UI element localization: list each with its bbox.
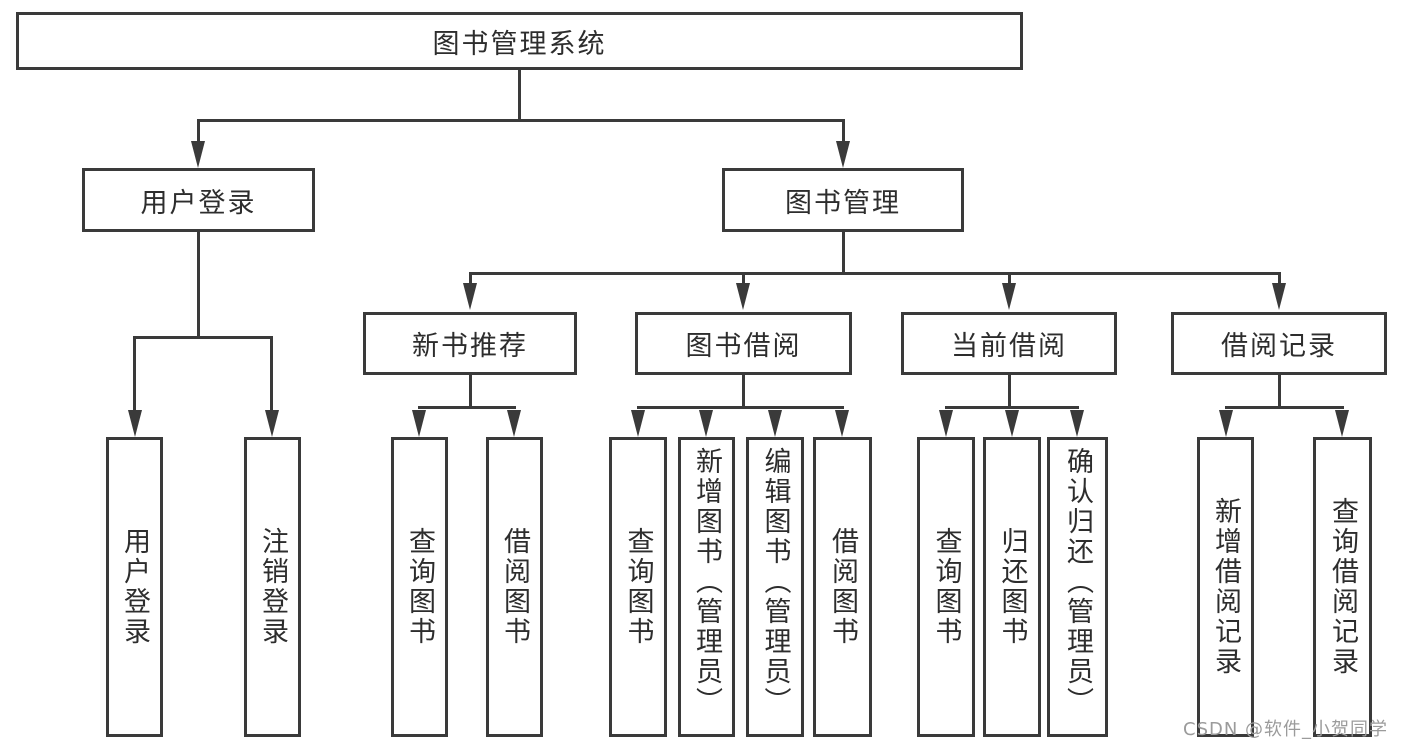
connector-line [1278, 272, 1281, 285]
leaf-add-borrow-record: 新增借阅记录 [1197, 437, 1254, 737]
node-label: 图书管理系统 [432, 28, 607, 60]
arrowhead-icon [463, 283, 477, 310]
connector-line [1008, 373, 1011, 409]
leaf-query-books-current: 查询图书 [917, 437, 975, 737]
node-label: 新增图书（管理员） [691, 447, 722, 717]
node-label: 借阅记录 [1221, 331, 1337, 362]
watermark: CSDN @软件_小贺同学 [1183, 719, 1389, 740]
connector-line [742, 373, 745, 409]
node-current-borrowing: 当前借阅 [901, 312, 1117, 375]
leaf-borrow-books-recommend: 借阅图书 [486, 437, 543, 737]
connector-line [133, 336, 273, 339]
node-label: 图书管理 [785, 187, 901, 219]
connector-line [469, 272, 472, 285]
leaf-add-book-admin: 新增图书（管理员） [678, 437, 735, 737]
arrowhead-icon [265, 410, 279, 437]
arrowhead-icon [1272, 283, 1286, 310]
node-label: 查询图书 [404, 527, 435, 647]
connector-line [1225, 406, 1344, 409]
node-label: 当前借阅 [951, 331, 1067, 362]
arrowhead-icon [939, 410, 953, 437]
node-label: 查询借阅记录 [1327, 497, 1358, 677]
leaf-logout: 注销登录 [244, 437, 301, 737]
connector-line [1008, 272, 1011, 285]
connector-line [418, 406, 516, 409]
leaf-edit-book-admin: 编辑图书（管理员） [746, 437, 804, 737]
leaf-query-books-recommend: 查询图书 [391, 437, 448, 737]
node-label: 查询图书 [930, 527, 962, 647]
connector-line [1278, 373, 1281, 409]
node-label: 新增借阅记录 [1210, 497, 1241, 677]
connector-line [842, 119, 845, 144]
leaf-confirm-return-admin: 确认归还（管理员） [1047, 437, 1108, 737]
connector-line [197, 119, 845, 122]
arrowhead-icon [412, 410, 426, 437]
node-label: 编辑图书（管理员） [759, 447, 791, 717]
arrowhead-icon [507, 410, 521, 437]
node-label: 借阅图书 [827, 527, 858, 647]
arrowhead-icon [768, 410, 782, 437]
connector-line [197, 119, 200, 144]
node-label: 确认归还（管理员） [1062, 447, 1093, 717]
node-new-book-recommendation: 新书推荐 [363, 312, 577, 375]
arrowhead-icon [836, 141, 850, 168]
node-label: 图书借阅 [685, 331, 802, 362]
connector-line [133, 336, 136, 412]
node-book-management: 图书管理 [722, 168, 964, 232]
leaf-borrow-books-borrowing: 借阅图书 [813, 437, 872, 737]
node-label: 借阅图书 [499, 527, 530, 647]
leaf-return-books: 归还图书 [983, 437, 1041, 737]
connector-line [270, 336, 273, 412]
node-label: 用户登录 [119, 527, 150, 647]
node-label: 新书推荐 [412, 331, 528, 362]
leaf-query-books-borrowing: 查询图书 [609, 437, 667, 737]
arrowhead-icon [1335, 410, 1349, 437]
arrowhead-icon [1219, 410, 1233, 437]
connector-line [197, 230, 200, 338]
leaf-query-borrow-record: 查询借阅记录 [1313, 437, 1372, 737]
arrowhead-icon [1070, 410, 1084, 437]
arrowhead-icon [128, 410, 142, 437]
node-label: 归还图书 [996, 527, 1028, 647]
node-library-management-system: 图书管理系统 [16, 12, 1023, 70]
node-label: 用户登录 [140, 187, 257, 219]
node-user-login: 用户登录 [82, 168, 315, 232]
connector-line [742, 272, 745, 285]
leaf-user-login: 用户登录 [106, 437, 163, 737]
node-label: 查询图书 [622, 527, 654, 647]
connector-line [469, 373, 472, 409]
connector-line [518, 70, 521, 122]
connector-line [842, 230, 845, 274]
arrowhead-icon [736, 283, 750, 310]
arrowhead-icon [1002, 283, 1016, 310]
arrowhead-icon [1005, 410, 1019, 437]
connector-line [637, 406, 844, 409]
node-borrowing-records: 借阅记录 [1171, 312, 1387, 375]
arrowhead-icon [699, 410, 713, 437]
arrowhead-icon [631, 410, 645, 437]
arrowhead-icon [835, 410, 849, 437]
node-book-borrowing: 图书借阅 [635, 312, 852, 375]
node-label: 注销登录 [257, 527, 288, 647]
arrowhead-icon [191, 141, 205, 168]
connector-line [945, 406, 1079, 409]
connector-line [469, 272, 1281, 275]
